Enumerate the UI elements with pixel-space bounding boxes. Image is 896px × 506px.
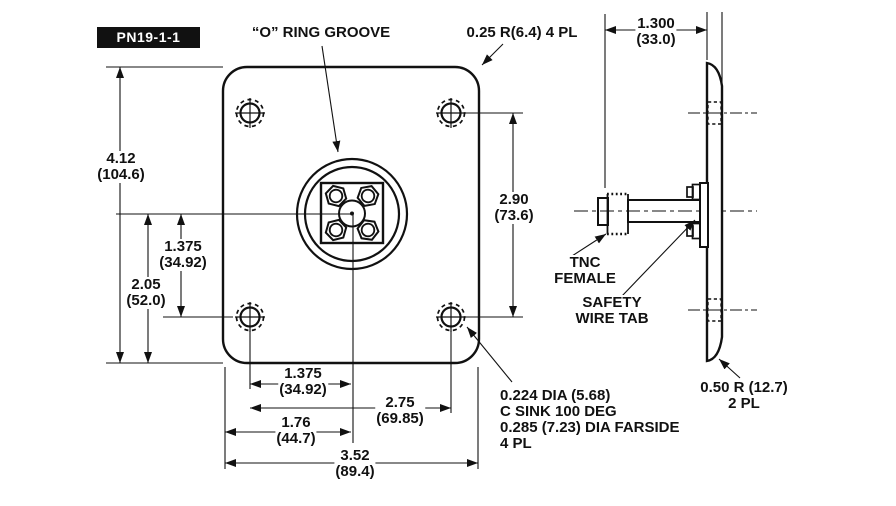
oring-groove-circles bbox=[295, 157, 409, 271]
corner-radius-leader-line bbox=[481, 43, 504, 66]
side-radius-leader-line bbox=[718, 358, 741, 379]
dim-hole-span-vertical: 2.90 (73.6) bbox=[493, 191, 535, 224]
flange-screw-top-head bbox=[691, 183, 701, 201]
part-number-badge: PN19-1-1 bbox=[97, 27, 200, 48]
label-hole-spec: 0.224 DIA (5.68) C SINK 100 DEG 0.285 (7… bbox=[500, 387, 680, 452]
label-side-radius: 0.50 R (12.7) 2 PL bbox=[699, 379, 789, 412]
connector-flange-side bbox=[699, 182, 709, 248]
oring-leader-line bbox=[321, 45, 341, 153]
dim-plate-width: 3.52 (89.4) bbox=[334, 447, 376, 480]
mounting-hole bbox=[233, 96, 267, 130]
tnc-connector-side bbox=[597, 182, 709, 248]
dim-connector-depth: 1.300 (33.0) bbox=[635, 15, 677, 48]
tnc-leader-line bbox=[571, 233, 607, 257]
flange-screw-bottom-head bbox=[691, 222, 701, 240]
label-tnc-female: TNC FEMALE bbox=[553, 254, 617, 287]
left-dimension-lines bbox=[106, 66, 223, 364]
dim-plate-height: 4.12 (104.6) bbox=[96, 150, 146, 183]
front-plate-outline bbox=[221, 65, 481, 365]
mounting-hole bbox=[233, 300, 267, 334]
label-corner-radius: 0.25 R(6.4) 4 PL bbox=[465, 24, 579, 41]
mounting-hole bbox=[434, 300, 468, 334]
mounting-hole bbox=[434, 96, 468, 130]
label-oring-groove: “O” RING GROOVE bbox=[250, 24, 392, 41]
connector-flange-front bbox=[319, 181, 385, 245]
safety-tab-leader-line bbox=[621, 219, 696, 297]
dim-center-to-hole-vertical: 1.375 (34.92) bbox=[158, 238, 208, 271]
hole-spec-leader-line bbox=[466, 326, 513, 383]
label-safety-wire-tab: SAFETY WIRE TAB bbox=[574, 294, 650, 327]
flange-nut bbox=[322, 217, 350, 243]
dim-center-to-hole-horizontal: 1.375 (34.92) bbox=[278, 365, 328, 398]
dim-hole-span-horizontal: 2.75 (69.85) bbox=[375, 394, 425, 427]
connector-thread-sides bbox=[606, 194, 629, 234]
dim-edge-to-center-horizontal: 1.76 (44.7) bbox=[275, 414, 317, 447]
dim-center-to-edge-vertical: 2.05 (52.0) bbox=[125, 276, 167, 309]
side-view bbox=[571, 12, 757, 379]
side-plate-outline bbox=[705, 61, 724, 363]
